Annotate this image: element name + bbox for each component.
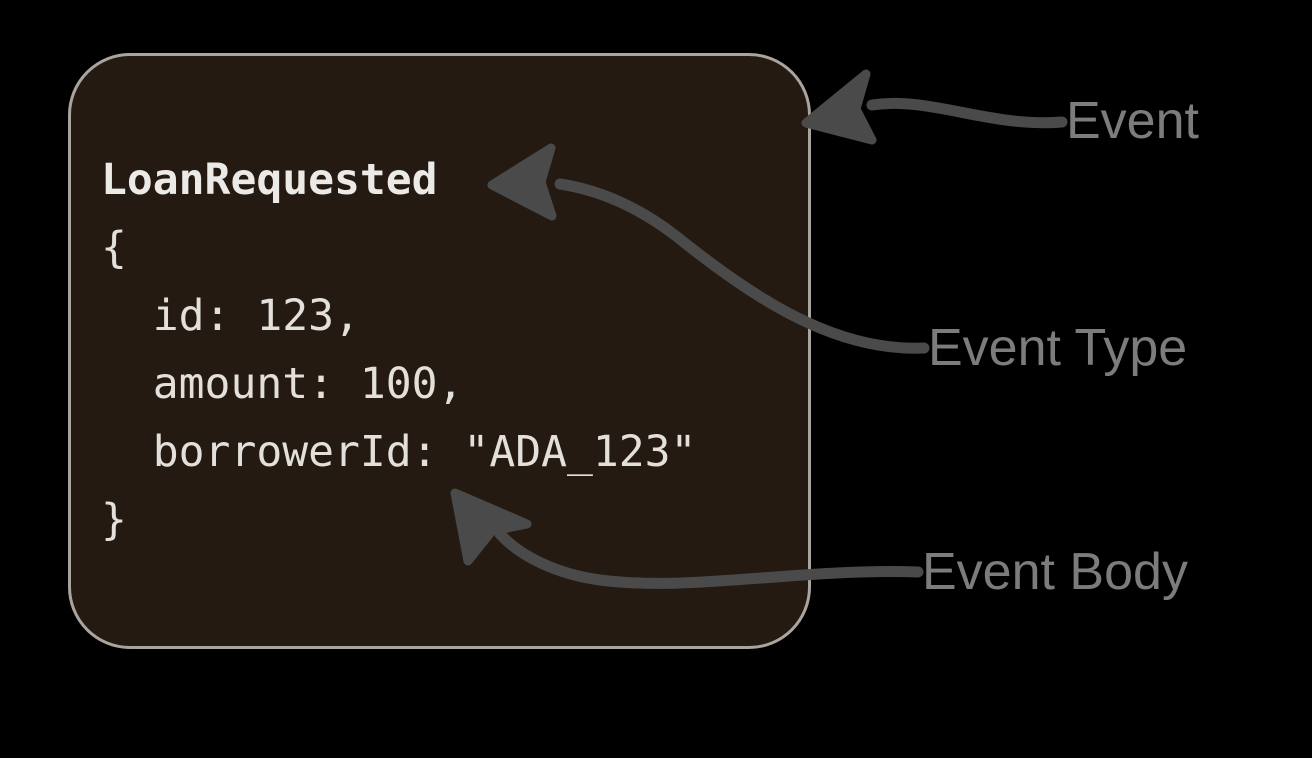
- annotation-label-event-body: Event Body: [922, 543, 1188, 601]
- event-body-line: }: [101, 495, 127, 545]
- event-body-line: amount: 100,: [101, 359, 464, 409]
- annotation-label-event: Event: [1066, 92, 1199, 150]
- arrow-event-line: [866, 97, 1068, 129]
- event-card: LoanRequested { id: 123, amount: 100, bo…: [68, 53, 811, 649]
- event-type-text: LoanRequested: [101, 155, 438, 205]
- event-body-line: id: 123,: [101, 291, 360, 341]
- arrow-event-head: [801, 69, 877, 145]
- event-card-text: LoanRequested { id: 123, amount: 100, bo…: [101, 146, 798, 554]
- annotation-label-event-type: Event Type: [928, 319, 1188, 377]
- arrow-event: [801, 69, 1068, 145]
- event-body-line: borrowerId: "ADA_123": [101, 427, 697, 477]
- event-body-line: {: [101, 223, 127, 273]
